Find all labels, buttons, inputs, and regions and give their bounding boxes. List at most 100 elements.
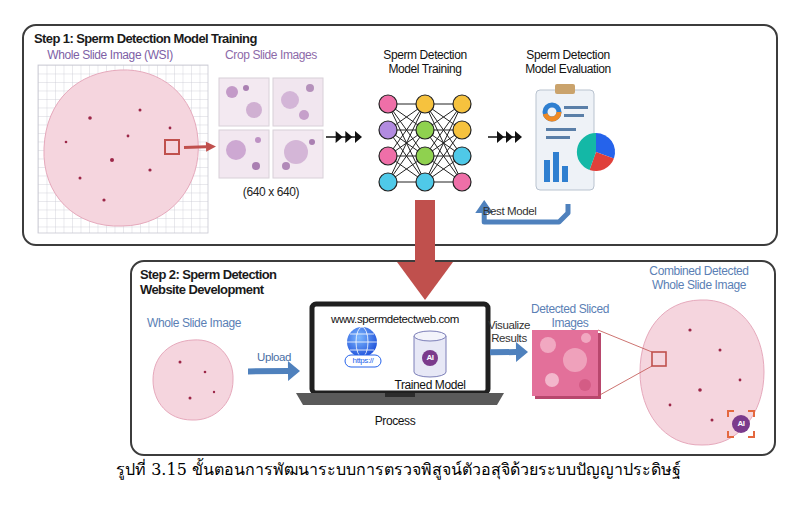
zoom-callout <box>598 330 652 396</box>
crop-thumbnails <box>226 140 246 160</box>
crop-thumbnails <box>255 137 261 143</box>
tissue-blob <box>719 349 722 352</box>
crop-thumbnails <box>273 78 323 126</box>
chevron-arrow <box>488 136 515 138</box>
image-group: Combined Detected Whole Slide ImageAI <box>626 262 772 452</box>
evaluation-clipboard <box>536 84 615 190</box>
tissue-blob <box>169 127 172 130</box>
crop-thumbnails <box>219 78 323 178</box>
tissue-blob <box>110 158 114 162</box>
tissue-blob <box>139 109 142 112</box>
crop-thumbnails <box>306 84 314 92</box>
evaluation-clipboard <box>546 128 576 131</box>
evaluation-clipboard <box>555 84 575 94</box>
crop-thumbnails <box>299 110 309 120</box>
node-label: Sperm Detection Model Training <box>377 48 473 76</box>
node-label: www.spermdetectweb.com <box>310 312 480 326</box>
tissue-blob <box>698 388 702 392</box>
node-label: AI <box>418 352 442 364</box>
node-label: (640 x 640) <box>216 185 326 199</box>
feedback-arrow <box>484 204 568 222</box>
tissue-blob <box>127 135 130 138</box>
detected-slice <box>540 337 556 353</box>
step-panel: Step 1: Sperm Detection Model TrainingWh… <box>22 24 778 246</box>
node-label: Trained Model <box>385 378 475 392</box>
crop-marker <box>165 140 179 154</box>
web-globe-icon <box>347 334 377 350</box>
crop-marker <box>165 140 179 154</box>
web-globe-icon <box>345 355 381 367</box>
tissue-blob <box>153 340 233 420</box>
crop-thumbnails <box>246 102 262 118</box>
laptop <box>296 304 504 405</box>
evaluation-clipboard <box>577 133 596 170</box>
tissue-blob <box>739 379 742 382</box>
edge-label: Best Model <box>483 205 537 218</box>
evaluation-clipboard <box>564 114 584 117</box>
figure-caption: รูปที่ 3.15 ขั้นตอนการพัฒนาระบบการตรวจพิ… <box>0 460 797 480</box>
crop-thumbnails <box>219 130 269 178</box>
evaluation-clipboard <box>546 136 570 139</box>
neural-network <box>453 173 471 191</box>
evaluation-group: Sperm Detection Model Evaluation <box>522 44 614 204</box>
neural-network <box>379 173 397 191</box>
detected-slice <box>532 330 601 399</box>
tissue-blob <box>88 116 92 120</box>
panel-title: Step 2: Sperm Detection Website Developm… <box>140 267 310 297</box>
laptop <box>296 393 504 405</box>
neural-network <box>416 95 434 113</box>
evaluation-clipboard <box>545 105 559 119</box>
detected-slice <box>581 333 591 343</box>
neural-network <box>453 95 471 113</box>
neural-network <box>379 95 397 113</box>
neural-network <box>416 173 434 191</box>
crop-thumbnails <box>252 162 260 170</box>
ai-icon <box>728 411 754 437</box>
database-icon <box>414 331 446 377</box>
crop-thumbnails <box>243 85 249 91</box>
web-globe-icon <box>347 327 377 357</box>
ai-icon <box>728 411 754 437</box>
panel-title: Step 1: Sperm Detection Model Training <box>34 31 454 46</box>
tissue-blob <box>189 397 192 400</box>
flow-arrow <box>184 145 206 149</box>
node-label: https:// <box>345 355 381 367</box>
laptop-group: www.spermdetectweb.com https:// AI Trained … <box>300 300 490 434</box>
node-label: Combined Detected Whole Slide Image <box>639 264 759 292</box>
image-group: Whole Slide Image (WSI) <box>36 44 184 232</box>
node-label: Sperm Detection Model Evaluation <box>518 48 618 76</box>
crop-thumbnails <box>219 78 269 126</box>
neural-network <box>388 104 462 182</box>
tissue-blob <box>213 391 215 393</box>
tissue-blob <box>640 300 764 445</box>
zoom-callout <box>652 352 666 366</box>
tissue-blob <box>102 198 105 201</box>
crop-thumbnails <box>282 162 290 170</box>
detected-slice <box>579 379 591 391</box>
deploy-arrow <box>415 200 435 262</box>
neural-network <box>379 95 471 191</box>
chevron-arrow <box>326 136 355 138</box>
detected-slice <box>532 330 598 396</box>
image-group: Whole Slide Image <box>140 312 248 422</box>
slide-grid <box>38 65 208 233</box>
tissue-blob <box>148 168 151 171</box>
neural-network <box>453 121 471 139</box>
node-label: Process <box>360 414 430 428</box>
crop-thumbnails <box>309 139 315 145</box>
zoom-callout <box>598 330 666 396</box>
node-label: Whole Slide Image <box>140 316 248 330</box>
database-icon <box>414 336 446 377</box>
tissue-blob <box>669 404 672 407</box>
crop-thumbnails <box>273 130 323 178</box>
tissue-blob <box>79 177 82 180</box>
evaluation-clipboard <box>544 160 550 182</box>
edge-label: Upload <box>257 351 291 364</box>
web-globe-icon <box>345 327 381 367</box>
node-label: AI <box>729 418 753 430</box>
upload-arrow <box>248 368 288 374</box>
neural-network <box>416 147 434 165</box>
node-label: Detected Sliced Images <box>522 302 618 330</box>
evaluation-clipboard <box>545 105 559 119</box>
